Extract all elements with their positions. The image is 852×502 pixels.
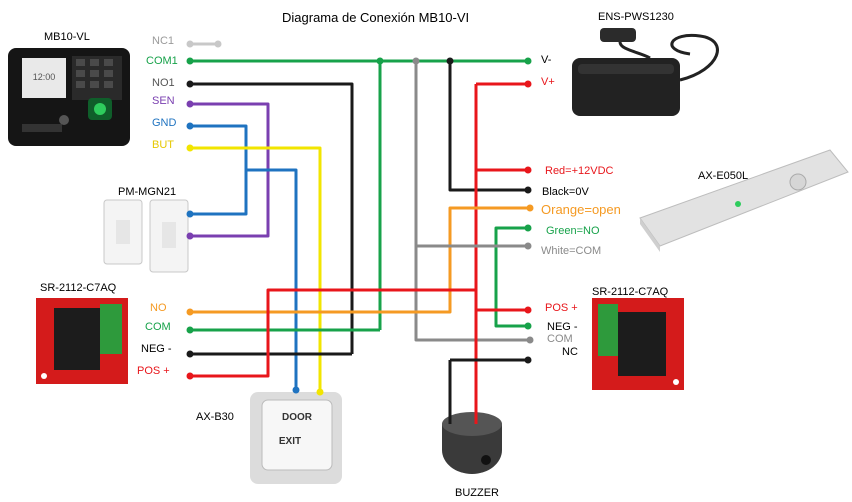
relay-right-label: SR-2112-C7AQ <box>592 286 669 298</box>
magnet-label: PM-MGN21 <box>118 186 177 198</box>
magnetic-contact-device <box>103 199 189 273</box>
reader-device: 12:00 <box>8 48 130 146</box>
wire-gnd <box>190 124 248 216</box>
wire-junction-dot <box>186 40 194 48</box>
wire-junction-dot <box>214 40 222 48</box>
relay-left-label: SR-2112-C7AQ <box>40 282 117 294</box>
relay-left-no: NO <box>150 302 167 314</box>
lock-terminal-black: Black=0V <box>542 186 589 198</box>
wire-orange <box>190 206 530 314</box>
buzzer-label: BUZZER <box>455 487 499 499</box>
psu-label: ENS-PWS1230 <box>598 11 674 23</box>
terminal-gnd: GND <box>152 117 177 129</box>
wire-junction-dot <box>186 122 194 130</box>
wire-bus-black <box>448 61 528 192</box>
wire-junction-dot <box>524 224 532 232</box>
relay-right-nc: NC <box>562 346 578 358</box>
wire-junction-dot <box>524 356 532 364</box>
wire-junction-dot <box>524 57 532 65</box>
exit-button-label: AX-B30 <box>196 411 234 423</box>
terminal-sen: SEN <box>152 95 175 107</box>
relay-left-board <box>36 298 128 384</box>
wire-junction-dot <box>412 57 420 65</box>
power-supply-device <box>572 28 719 116</box>
wire-junction-dot <box>186 100 194 108</box>
wire-junction-dot <box>186 232 194 240</box>
terminal-com1: COM1 <box>146 55 178 67</box>
wire-junction-dot <box>186 57 194 65</box>
lock-terminal-green: Green=NO <box>546 225 600 237</box>
exit-button-text-exit: EXIT <box>279 436 301 447</box>
exit-button-text-door: DOOR <box>282 412 313 423</box>
wire-junction-dot <box>186 210 194 218</box>
relay-left-com: COM <box>145 321 171 333</box>
wire-junction-dot <box>524 80 532 88</box>
wire-junction-dot <box>316 388 324 396</box>
psu-terminal-vplus: V+ <box>541 76 555 88</box>
wire-junction-dot <box>186 372 194 380</box>
buzzer-device <box>442 412 502 474</box>
wire-junction-dot <box>524 322 532 330</box>
wire-junction-dot <box>524 166 532 174</box>
lock-terminal-white: White=COM <box>541 245 602 257</box>
wire-gnd-drop <box>246 168 298 390</box>
relay-right-pos: POS + <box>545 302 578 314</box>
wire-junction-dot <box>446 57 454 65</box>
wire-junction-dot <box>186 326 194 334</box>
wire-junction-dot <box>526 336 534 344</box>
relay-right-com: COM <box>547 333 573 345</box>
lock-terminal-red: Red=+12VDC <box>545 165 614 177</box>
diagram-title: Diagrama de Conexión MB10-VI <box>282 10 470 25</box>
terminal-nc1: NC1 <box>152 35 175 47</box>
relay-right-neg: NEG - <box>547 321 578 333</box>
wire-junction-dot <box>186 144 194 152</box>
wire-junction-dot <box>292 386 300 394</box>
wire-junction-dot <box>524 306 532 314</box>
relay-left-neg: NEG - <box>141 343 172 355</box>
exit-button-device: DOOR EXIT <box>250 392 342 484</box>
wire-bus-gray <box>414 61 530 342</box>
terminal-but: BUT <box>152 139 174 151</box>
psu-terminal-vminus: V- <box>541 54 552 66</box>
wire-junction-dot <box>376 57 384 65</box>
reader-screen-text: 12:00 <box>33 72 56 82</box>
relay-right-board <box>592 298 684 390</box>
wire-green-lock <box>494 226 528 328</box>
wire-junction-dot <box>186 80 194 88</box>
lock-terminal-orange: Orange=open <box>541 202 621 217</box>
lock-label: AX-E050L <box>698 170 749 182</box>
wire-junction-dot <box>526 204 534 212</box>
wire-junction-dot <box>186 350 194 358</box>
wire-junction-dot <box>186 308 194 316</box>
wire-junction-dot <box>524 186 532 194</box>
reader-label: MB10-VL <box>44 31 90 43</box>
wire-junction-dot <box>524 242 532 250</box>
electric-lock-device <box>639 149 849 252</box>
terminal-no1: NO1 <box>152 77 175 89</box>
wire-no1 <box>190 82 354 354</box>
relay-left-pos: POS + <box>137 365 170 377</box>
wire-left-pos <box>190 288 476 378</box>
